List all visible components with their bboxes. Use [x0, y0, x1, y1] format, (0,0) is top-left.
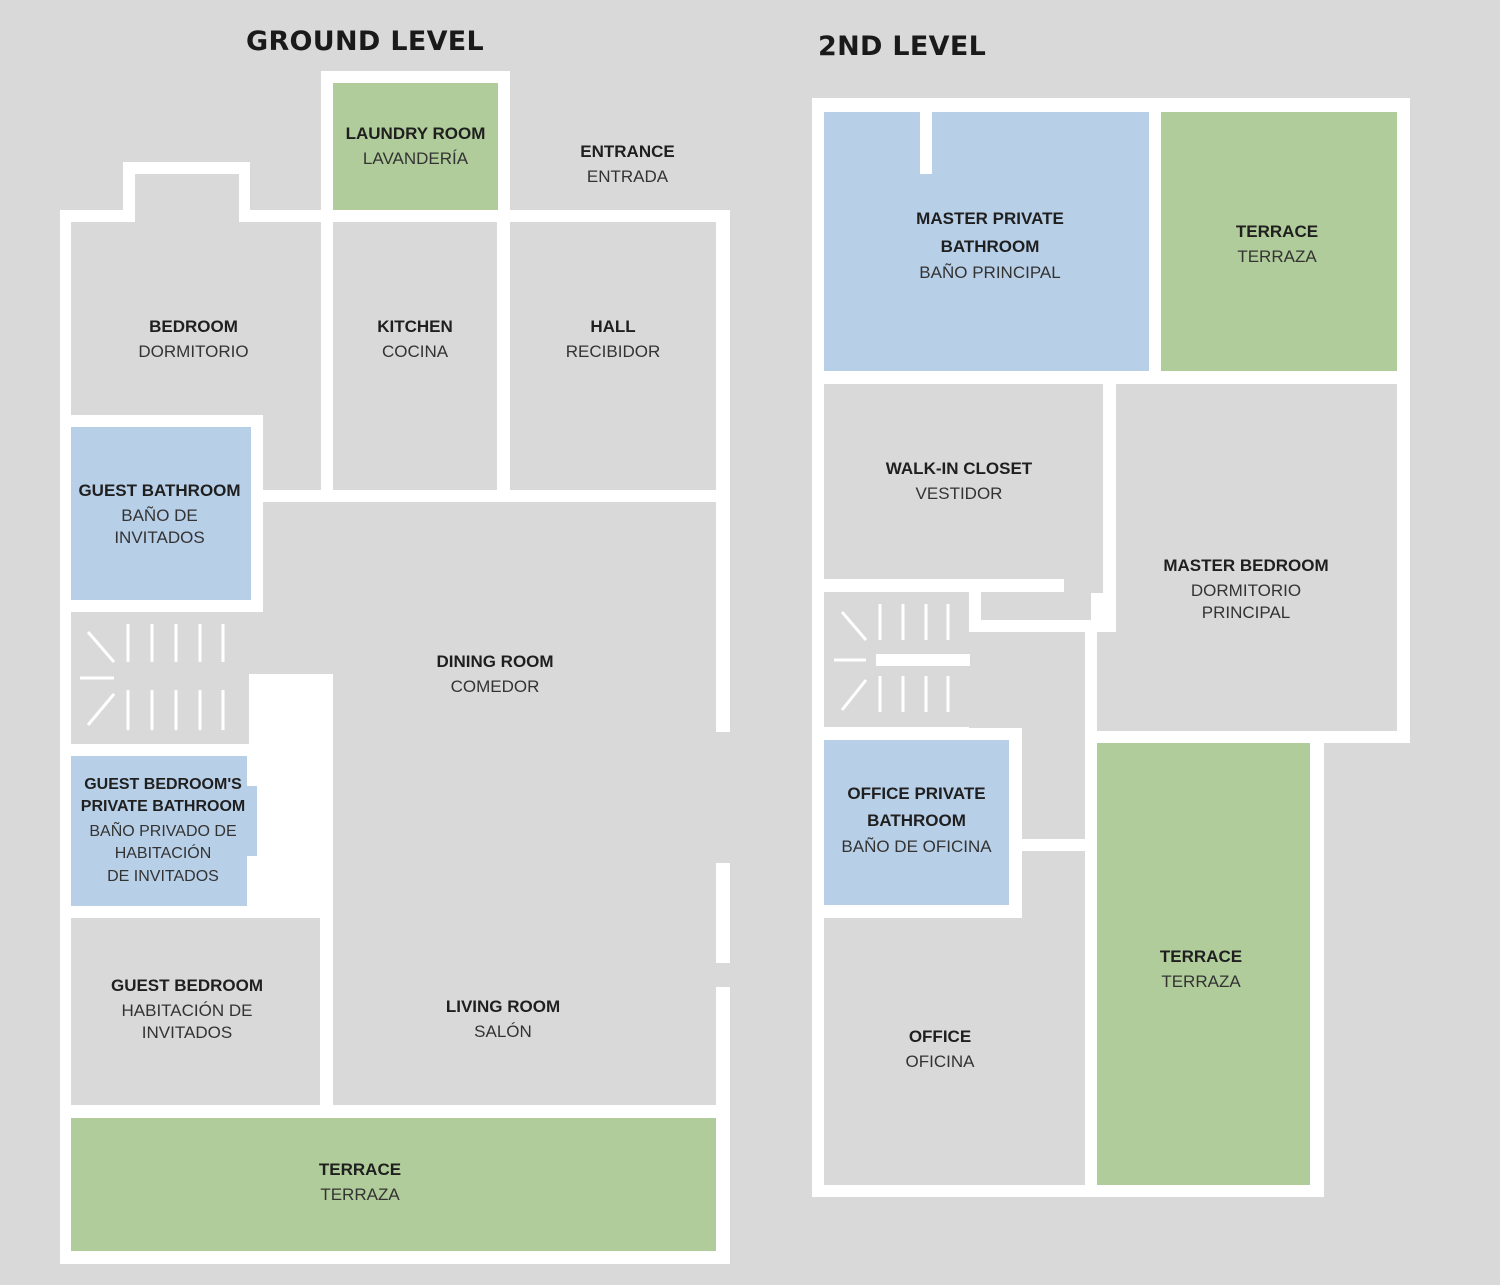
stair-winder [840, 679, 868, 711]
master-bathroom [824, 112, 1149, 371]
stair-winder [840, 611, 868, 641]
bathroom-partition [920, 108, 932, 174]
ground-stairs [80, 624, 225, 730]
guest-bathroom [71, 427, 251, 600]
closet-wall-gap [1064, 579, 1103, 593]
second-level-title: 2ND LEVEL [818, 31, 987, 62]
ground-level-plan [60, 71, 730, 1264]
ground-terrace [71, 1118, 716, 1251]
upper-corridor [981, 592, 1091, 620]
stair-landing-bar [876, 654, 970, 666]
guest-bedroom-floor [71, 918, 320, 1105]
hall-floor [510, 222, 716, 490]
bay-notch [135, 174, 239, 224]
dining-living-floor [333, 502, 716, 1105]
guest-private-bathroom [71, 756, 247, 906]
stair-landing [71, 612, 321, 674]
laundry-room [333, 83, 498, 210]
ground-level-title: GROUND LEVEL [246, 26, 485, 57]
office-bathroom [824, 740, 1009, 905]
second-level-plan [812, 98, 1410, 1197]
upper-terrace-top [1161, 112, 1397, 371]
master-bedroom-floor-left [1097, 632, 1127, 731]
walk-in-closet-floor [824, 384, 1103, 579]
small-column-void [333, 960, 349, 990]
kitchen-floor [333, 222, 497, 490]
upper-stairs [834, 604, 970, 712]
office-floor-upper [1022, 851, 1085, 931]
office-floor [824, 918, 1085, 1185]
stair-winder [86, 631, 116, 663]
right-bump-floor [662, 732, 730, 863]
upper-corridor-2 [969, 632, 1085, 728]
upper-corridor-3 [1022, 728, 1085, 839]
bathroom-nub [247, 786, 257, 856]
stair-winder [86, 693, 116, 726]
master-bedroom-floor [1116, 384, 1397, 731]
right-niche [706, 963, 730, 987]
upper-terrace-side [1097, 743, 1310, 1185]
bedroom-floor-lower [263, 222, 321, 490]
